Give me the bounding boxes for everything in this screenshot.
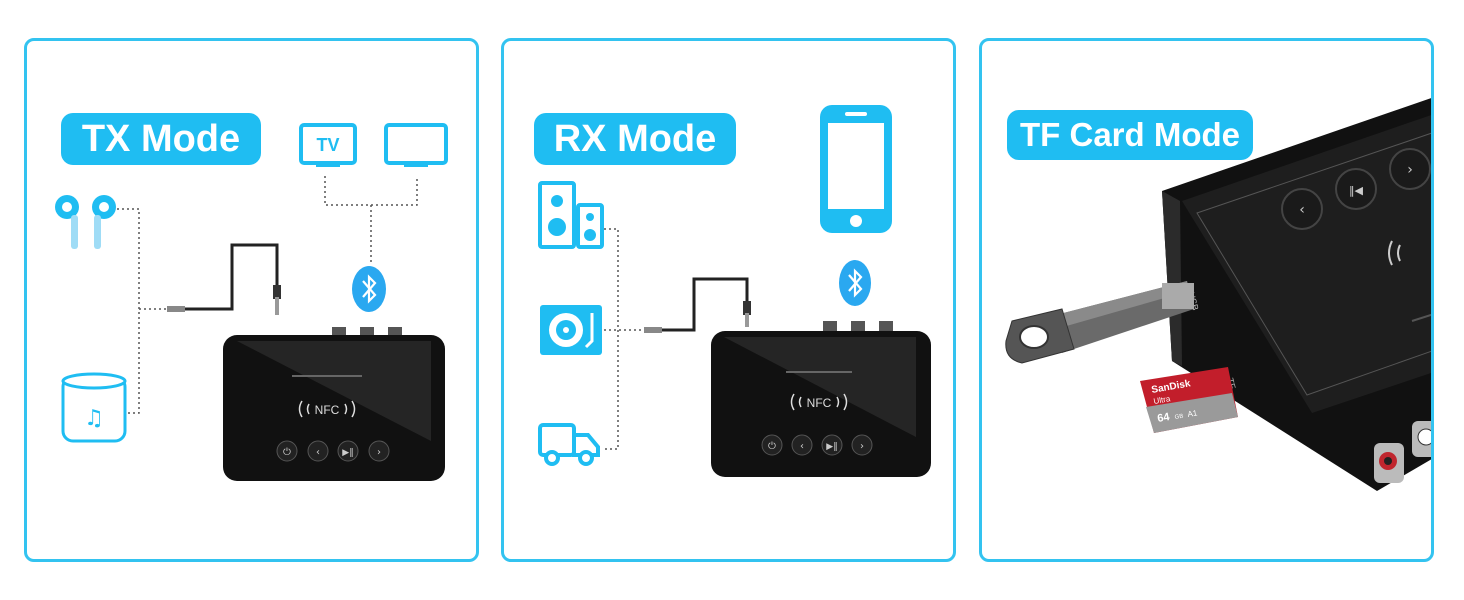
svg-text:64: 64 [1156, 411, 1171, 425]
usb-flash-drive [1005, 281, 1194, 364]
tf-card-mode-title: TF Card Mode [1007, 110, 1253, 160]
aux-cable [644, 277, 751, 333]
tf-card-mode-illustration: ‹ ‖◀ › USB TF SanDisk Ultra [1005, 98, 1431, 491]
bluetooth-icon [839, 260, 871, 306]
svg-text:TV: TV [316, 135, 339, 155]
svg-text:Ultra: Ultra [1153, 394, 1172, 406]
turntable-icon [540, 305, 602, 355]
svg-text:A1: A1 [1187, 408, 1199, 419]
smartphone-icon [820, 105, 892, 233]
svg-text:⏻: ⏻ [283, 447, 291, 458]
tx-mode-illustration: ♫ TV [55, 123, 448, 481]
rx-mode-title: RX Mode [534, 113, 736, 165]
earbuds-icon [55, 195, 116, 249]
svg-text:▶‖: ▶‖ [342, 448, 353, 458]
svg-text:GB: GB [1174, 414, 1184, 421]
speakers-icon [538, 181, 604, 249]
smart-speaker-icon: ♫ [61, 372, 127, 443]
transmitter-device: NFC ⏻ ‹ ▶‖ › [223, 327, 445, 481]
svg-text:▶‖: ▶‖ [826, 442, 837, 452]
nfc-label: NFC [315, 403, 340, 417]
tx-mode-title: TX Mode [61, 113, 261, 165]
tx-mode-panel: ♫ TV [24, 38, 479, 562]
nfc-label: NFC [807, 396, 832, 410]
aux-cable [167, 243, 281, 315]
svg-text:›: › [377, 447, 381, 458]
rx-mode-illustration: NFC ⏻ ‹ ▶‖ › [538, 105, 931, 477]
receiver-device: NFC ⏻ ‹ ▶‖ › [711, 321, 931, 477]
svg-text:›: › [860, 441, 864, 452]
tv-icon: TV [299, 123, 357, 167]
bluetooth-icon [352, 266, 386, 312]
svg-text:‹: ‹ [800, 441, 804, 452]
svg-text:‹: ‹ [1299, 202, 1305, 218]
svg-text:♫: ♫ [84, 406, 104, 431]
svg-text:‖◀: ‖◀ [1349, 184, 1364, 197]
rx-mode-panel: NFC ⏻ ‹ ▶‖ › RX Mode [501, 38, 956, 562]
svg-text:⏻: ⏻ [768, 441, 776, 452]
svg-text:›: › [1407, 162, 1413, 178]
tf-card-mode-panel: ‹ ‖◀ › USB TF SanDisk Ultra [979, 38, 1434, 562]
svg-text:‹: ‹ [316, 447, 320, 458]
monitor-icon [384, 123, 448, 167]
truck-icon [538, 423, 600, 466]
micro-sd-card: SanDisk Ultra 64 GB A1 [1140, 367, 1238, 433]
